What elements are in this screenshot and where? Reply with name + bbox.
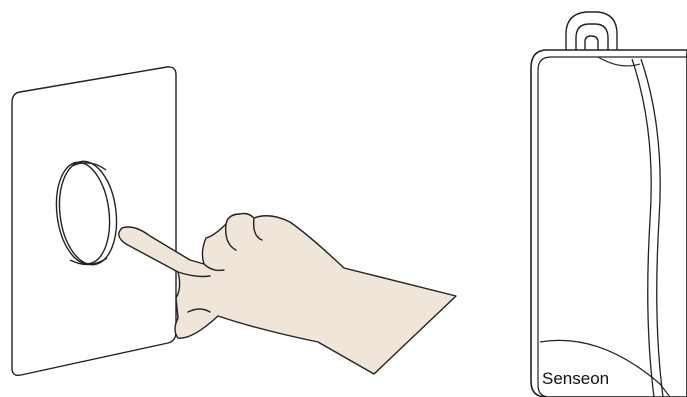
device-brand-label: Senseon <box>542 369 610 388</box>
sensor-device-icon <box>530 49 687 397</box>
wireless-signal-icon <box>565 11 618 52</box>
pointing-hand-icon <box>118 212 457 375</box>
round-push-button-icon <box>55 160 118 266</box>
wall-panel-icon <box>11 66 177 377</box>
